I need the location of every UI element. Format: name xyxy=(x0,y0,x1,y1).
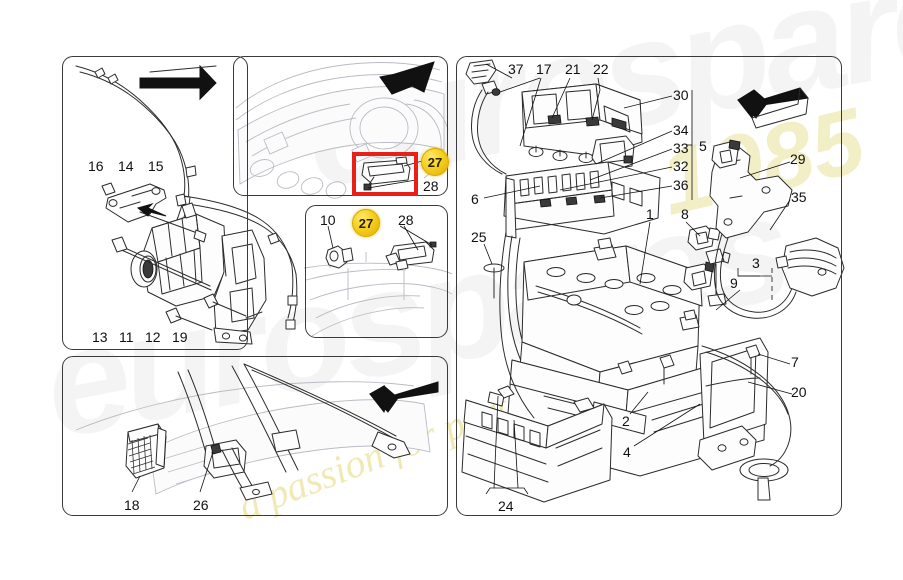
callout-20: 20 xyxy=(791,384,807,400)
callout-8: 8 xyxy=(681,206,689,222)
callout-7: 7 xyxy=(791,354,799,370)
callout-36: 36 xyxy=(673,177,689,193)
callout-1: 1 xyxy=(646,206,654,222)
panel-alternator xyxy=(62,56,248,350)
callout-9: 9 xyxy=(730,275,738,291)
callout-30: 30 xyxy=(673,87,689,103)
callout-26: 26 xyxy=(193,497,209,513)
callout-34: 34 xyxy=(673,122,689,138)
callout-24: 24 xyxy=(498,498,514,514)
callout-4: 4 xyxy=(623,444,631,460)
callout-13: 13 xyxy=(92,329,108,345)
callout-3: 3 xyxy=(752,255,760,271)
callout-29: 29 xyxy=(790,151,806,167)
callout-32: 32 xyxy=(673,158,689,174)
callout-28-sensor: 28 xyxy=(398,212,414,228)
callout-15: 15 xyxy=(148,158,164,174)
panel-sensor-detail xyxy=(305,205,448,338)
callout-37: 37 xyxy=(508,61,524,77)
callout-11: 11 xyxy=(119,329,134,345)
callout-19: 19 xyxy=(172,329,188,345)
callout-10: 10 xyxy=(320,212,336,228)
callout-14: 14 xyxy=(118,158,134,174)
callout-17: 17 xyxy=(536,61,552,77)
callout-12: 12 xyxy=(145,329,161,345)
highlight-box-part-27 xyxy=(352,152,418,196)
highlight-badge-27-dashboard[interactable]: 27 xyxy=(421,148,449,176)
panel-battery-main xyxy=(456,56,842,516)
callout-6: 6 xyxy=(471,191,479,207)
panel-pedal-detail xyxy=(62,356,448,516)
callout-21: 21 xyxy=(565,61,581,77)
callout-16: 16 xyxy=(88,158,104,174)
callout-18: 18 xyxy=(124,497,140,513)
callout-35: 35 xyxy=(791,189,807,205)
callout-28-dashboard: 28 xyxy=(423,178,439,194)
callout-2: 2 xyxy=(622,413,630,429)
highlight-badge-27-sensor[interactable]: 27 xyxy=(352,209,380,237)
callout-5: 5 xyxy=(699,138,707,154)
callout-25: 25 xyxy=(471,229,487,245)
callout-22: 22 xyxy=(593,61,609,77)
callout-33: 33 xyxy=(673,140,689,156)
panel-dashboard-detail xyxy=(233,56,448,196)
